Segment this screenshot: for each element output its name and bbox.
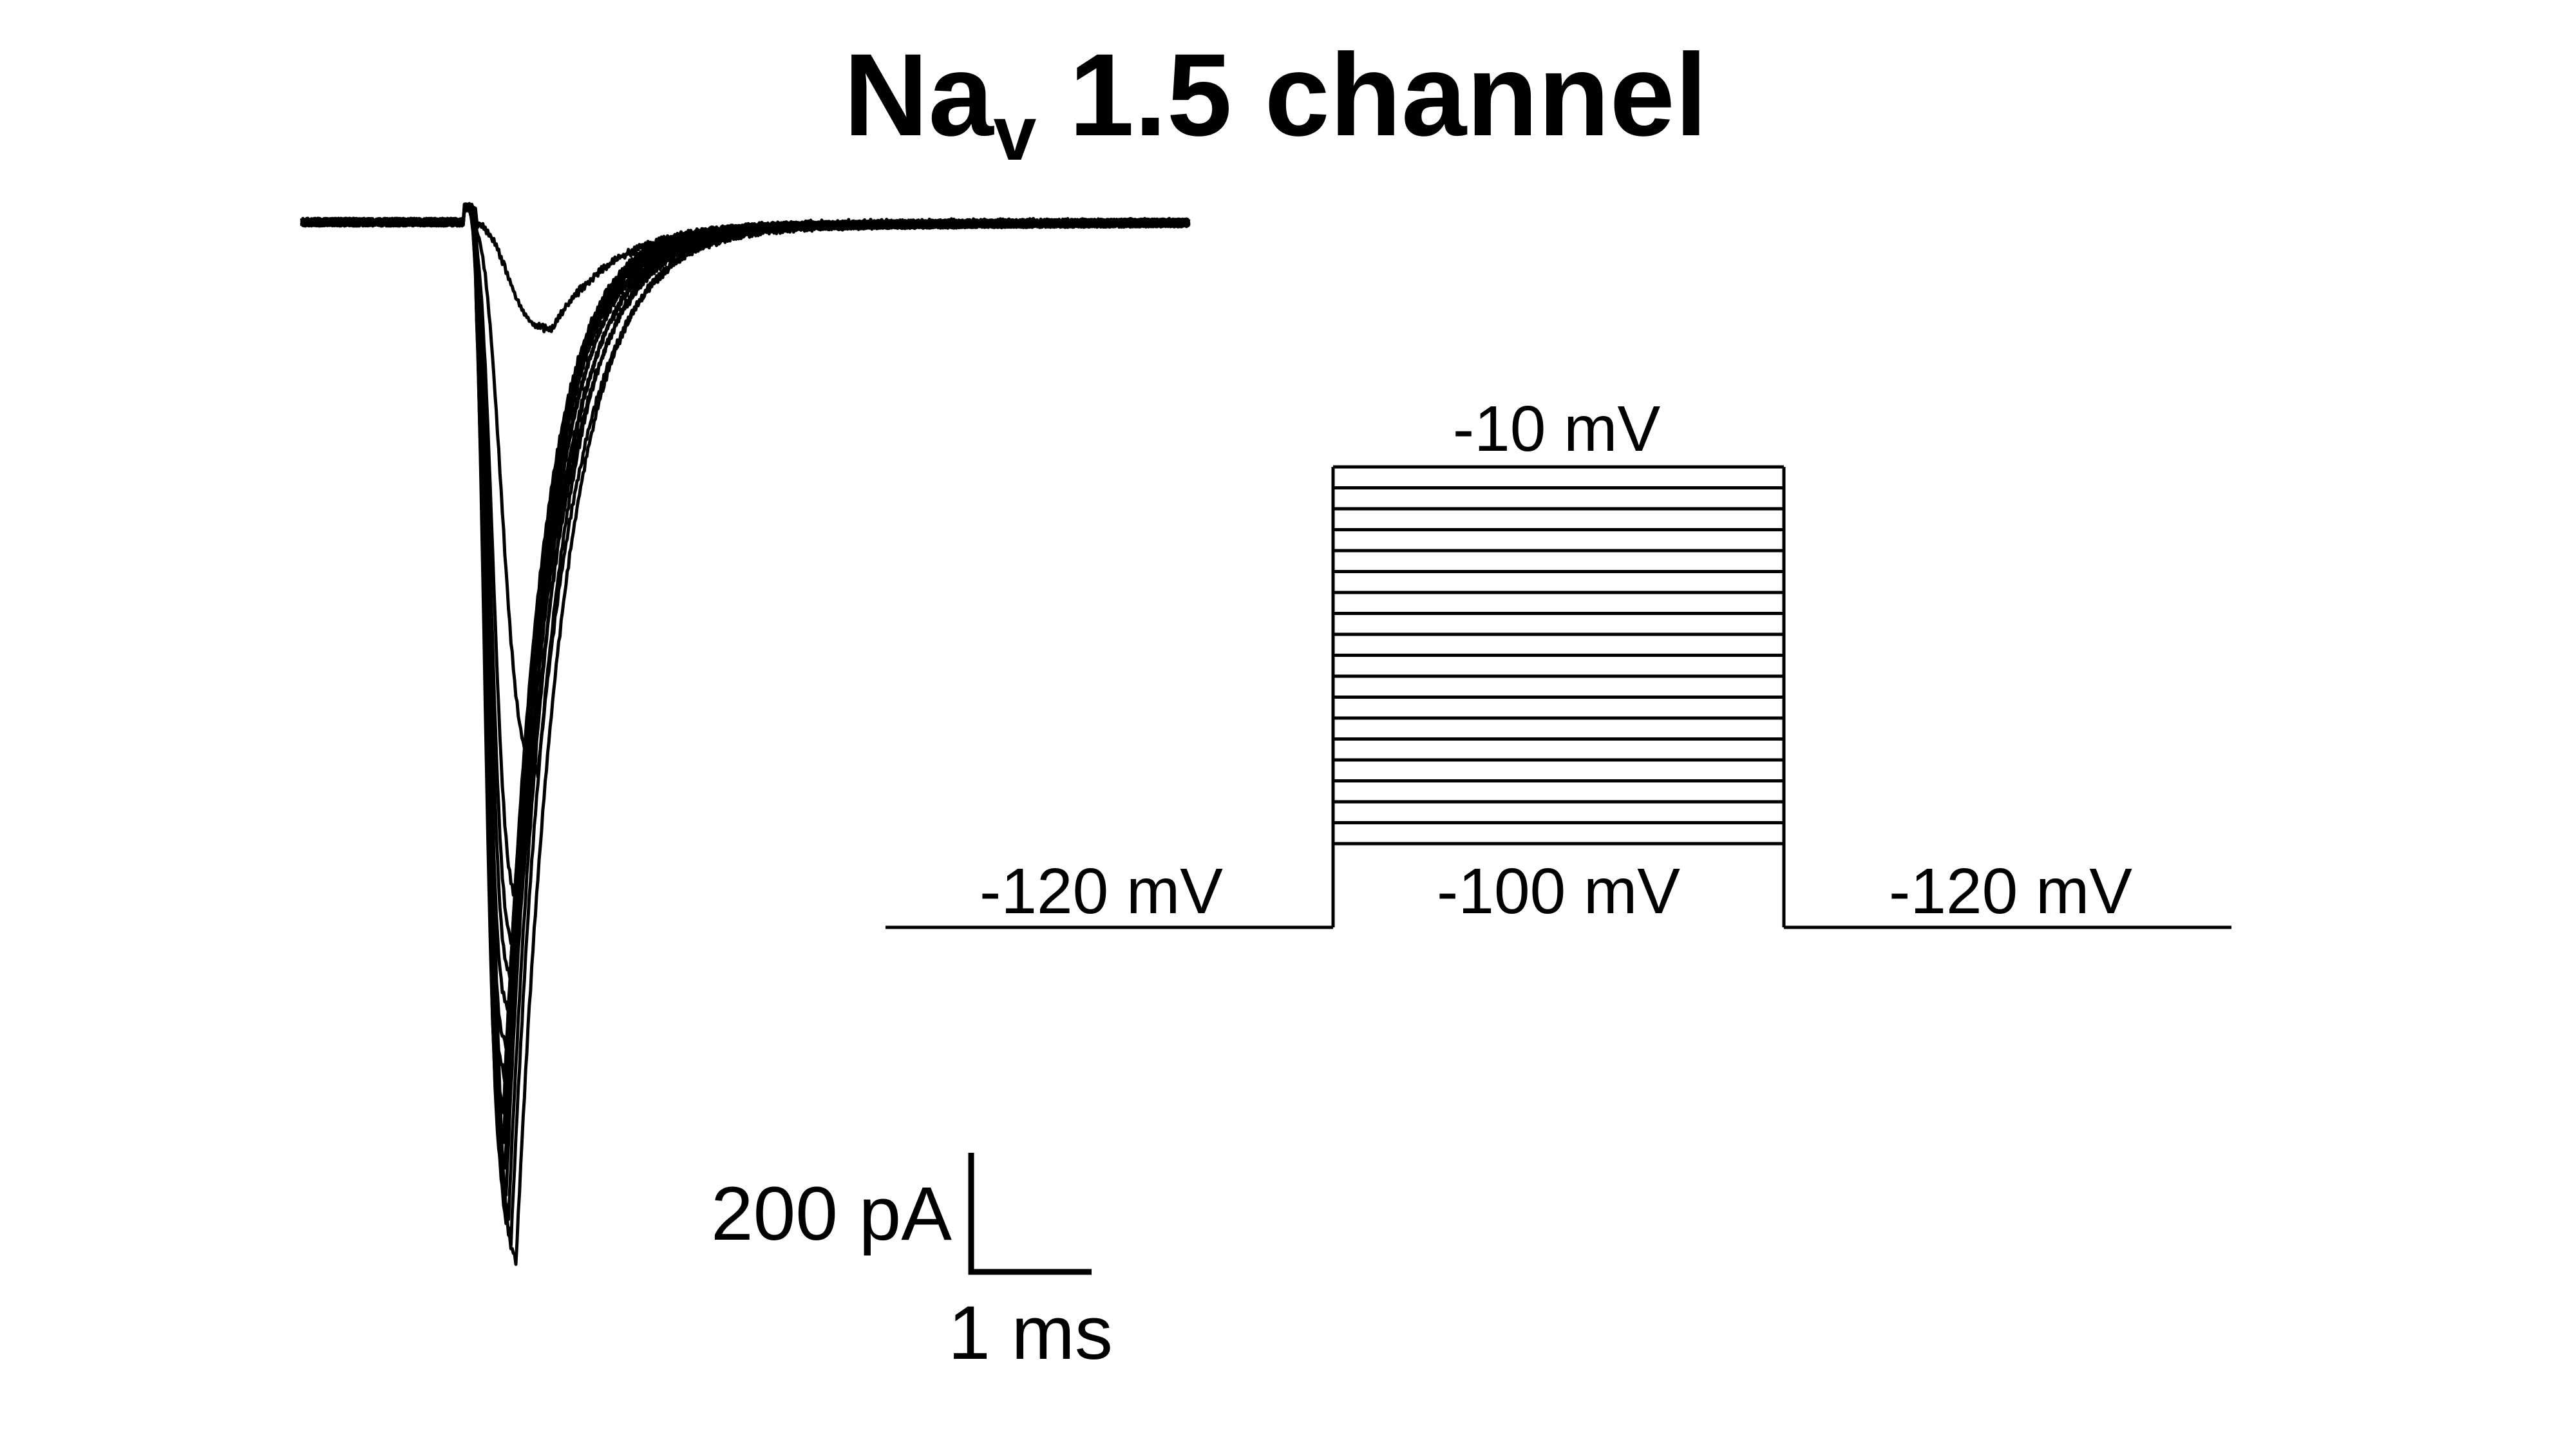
current-trace (300, 202, 1191, 1221)
current-trace (300, 204, 1189, 1247)
current-trace (300, 203, 1191, 1197)
scale-bar-current-label: 200 pA (711, 1171, 952, 1256)
protocol-label-right: -120 mV (1889, 855, 2132, 927)
protocol-label-left: -120 mV (980, 855, 1223, 927)
current-trace (300, 203, 1191, 912)
current-trace (300, 203, 1191, 1115)
protocol-label-middle: -100 mV (1437, 855, 1680, 927)
current-trace (300, 202, 1190, 1084)
scale-bar-time-label: 1 ms (948, 1291, 1113, 1376)
scale-bar (968, 1153, 1092, 1275)
title-subscript: v (994, 90, 1037, 176)
current-trace (300, 205, 1191, 1266)
title-main: Na (844, 29, 994, 160)
current-trace (300, 202, 1191, 779)
current-traces (300, 202, 1191, 1266)
protocol-label-top: -10 mV (1453, 393, 1661, 465)
chart-title: Nav 1.5 channel (844, 29, 1707, 176)
title-rest: 1.5 channel (1036, 29, 1707, 160)
current-trace (300, 205, 1191, 1170)
current-trace (301, 203, 1191, 1144)
voltage-protocol (886, 465, 2231, 929)
current-trace (300, 203, 1191, 958)
